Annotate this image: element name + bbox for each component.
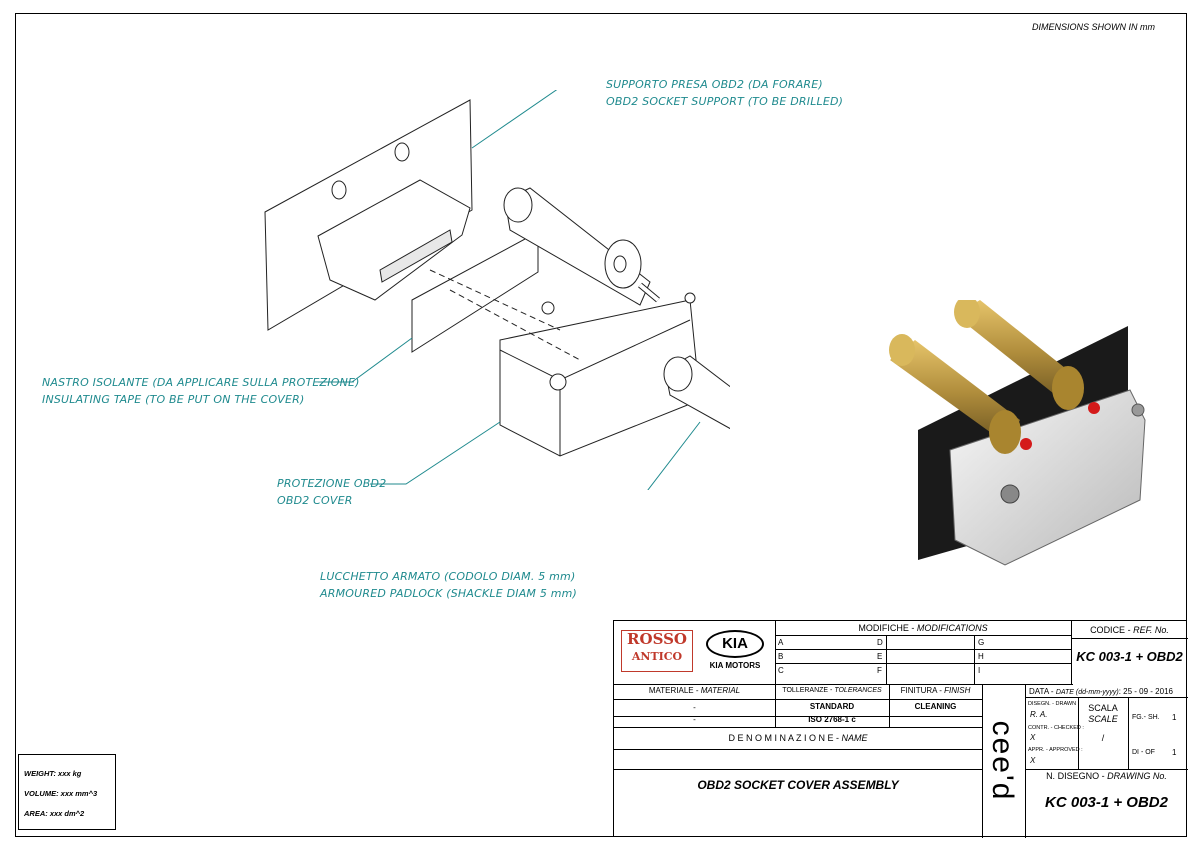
of-value: 1 — [1172, 748, 1177, 757]
scale-value: / — [1101, 733, 1105, 743]
mod-letter: I — [978, 666, 981, 675]
mod-letter: E — [877, 652, 883, 661]
ceed-brand-mark: cee'd — [986, 720, 1019, 802]
drawing-number-value: KC 003-1 + OBD2 — [1045, 794, 1168, 811]
drawing-number-label: N. DISEGNO - DRAWING No. — [1046, 771, 1167, 781]
drawn-label: DISEGN. - DRAWN : — [1028, 701, 1080, 707]
area-value: AREA: xxx dm^2 — [24, 809, 85, 818]
approved-value: X — [1030, 756, 1036, 765]
name-label: D E N O M I N A Z I O N E - NAME — [728, 733, 868, 743]
shaded-assembly-render — [889, 300, 1146, 566]
callout-obd2-cover: PROTEZIONE OBD2 OBD2 COVER — [277, 477, 387, 507]
modifications-header: MODIFICHE - MODIFICATIONS — [858, 623, 988, 633]
checked-label: CONTR. - CHECKED : — [1028, 725, 1084, 731]
sheet-value: 1 — [1172, 713, 1177, 722]
code-label: CODICE - REF. No. — [1090, 625, 1169, 635]
tolerances-standard: STANDARD — [809, 702, 855, 711]
obd2-socket — [317, 179, 471, 301]
date-field: DATA - DATE (dd-mm-yyyy): 25 - 09 - 2016 — [1029, 687, 1173, 696]
of-label: DI - OF — [1132, 749, 1155, 756]
material-value-2: - — [693, 715, 696, 724]
mod-letter: H — [978, 652, 984, 661]
material-value-1: - — [693, 703, 696, 712]
tolerances-label: TOLLERANZE - TOLERANCES — [782, 687, 882, 694]
padlock-render-right — [954, 300, 1100, 414]
units-note: DIMENSIONS SHOWN IN mm — [1032, 22, 1155, 32]
volume-value: VOLUME: xxx mm^3 — [24, 789, 98, 798]
callout-socket-support: SUPPORTO PRESA OBD2 (DA FORARE) OBD2 SOC… — [606, 78, 844, 108]
logo-rosso-antico: ROSSO ANTICO — [621, 630, 693, 672]
approved-label: APPR. - APPROVED : — [1028, 747, 1083, 753]
mod-letter: C — [778, 666, 784, 675]
insulating-tape — [411, 231, 539, 353]
title-block: ROSSO ANTICO KIA KIA MOTORS MODIFICHE - … — [613, 620, 1188, 838]
mod-letter: D — [877, 638, 883, 647]
material-label: MATERIALE - MATERIAL — [648, 686, 741, 695]
finish-value: CLEANING — [914, 702, 957, 711]
logo-kia: KIA KIA MOTORS — [701, 630, 769, 672]
mass-properties-box: WEIGHT: xxx kg VOLUME: xxx mm^3 AREA: xx… — [18, 754, 116, 830]
mod-letter: A — [778, 638, 784, 647]
finish-label: FINITURA - FINISH — [900, 686, 971, 695]
drawing-sheet — [15, 13, 1187, 837]
exploded-assembly-view — [264, 90, 730, 490]
drawing-name: OBD2 SOCKET COVER ASSEMBLY — [697, 778, 899, 792]
padlock-render-left — [889, 334, 1032, 454]
mod-letter: F — [877, 666, 882, 675]
logo-area: ROSSO ANTICO KIA KIA MOTORS — [619, 626, 769, 678]
callout-insulating-tape: NASTRO ISOLANTE (DA APPLICARE SULLA PROT… — [42, 376, 360, 406]
callout-armoured-padlock: LUCCHETTO ARMATO (CODOLO DIAM. 5 mm) ARM… — [320, 570, 578, 600]
mod-letter: G — [978, 638, 985, 647]
mod-letter: B — [778, 652, 784, 661]
weight-value: WEIGHT: xxx kg — [24, 769, 82, 778]
checked-value: X — [1030, 733, 1036, 742]
sheet-label: FG.- SH. — [1132, 714, 1160, 721]
code-value: KC 003-1 + OBD2 — [1076, 649, 1183, 664]
tolerances-iso: ISO 2768-1 c — [808, 715, 856, 724]
drawn-value: R. A. — [1030, 710, 1048, 719]
